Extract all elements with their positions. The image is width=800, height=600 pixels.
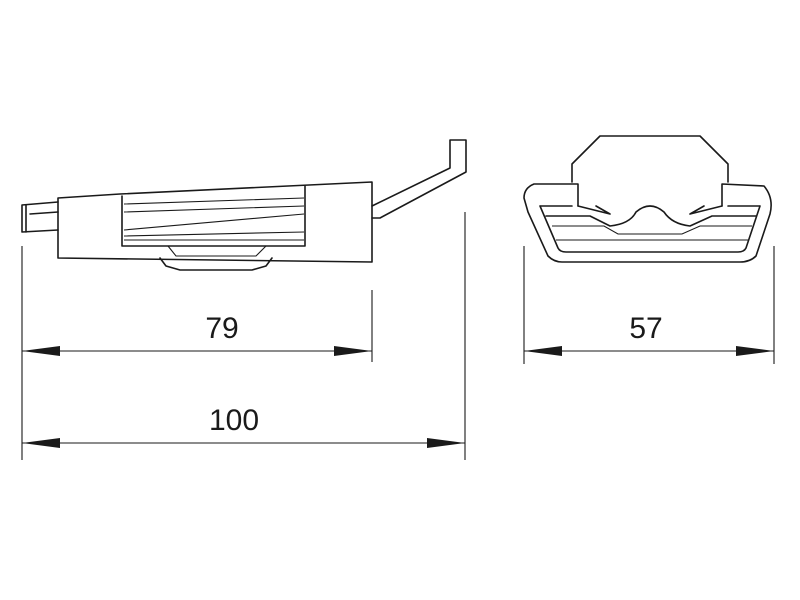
- dimension-100: 100: [22, 212, 466, 460]
- side-strands: [123, 197, 305, 241]
- end-inner-clip: [539, 205, 761, 253]
- end-top-block: [571, 135, 729, 183]
- side-view: [21, 139, 467, 271]
- arrowhead-100-left: [22, 438, 60, 448]
- end-left-tooth: [577, 205, 611, 215]
- arrowhead-100-right: [427, 438, 465, 448]
- side-inner-window: [121, 185, 306, 247]
- arrowhead-57-left: [524, 346, 562, 356]
- side-clip-bump-inner: [167, 245, 267, 257]
- arrowhead-79-left: [22, 346, 60, 356]
- dim-label-79: 79: [205, 312, 238, 345]
- side-wire-stub: [21, 201, 59, 233]
- dimension-79: 79: [21, 246, 373, 460]
- dimension-57: 57: [523, 246, 775, 364]
- end-center-profile-inner: [552, 225, 752, 241]
- side-body-outline: [57, 181, 373, 263]
- dim-label-57: 57: [629, 312, 662, 345]
- arrowhead-79-right: [334, 346, 372, 356]
- arrowhead-57-right: [736, 346, 774, 356]
- end-outer-clip: [523, 183, 772, 263]
- side-hook: [371, 139, 467, 219]
- end-center-profile: [545, 205, 757, 227]
- side-clip-bump: [159, 257, 273, 271]
- end-view: [523, 135, 772, 263]
- dim-label-100: 100: [209, 404, 259, 437]
- end-right-tooth: [689, 205, 723, 215]
